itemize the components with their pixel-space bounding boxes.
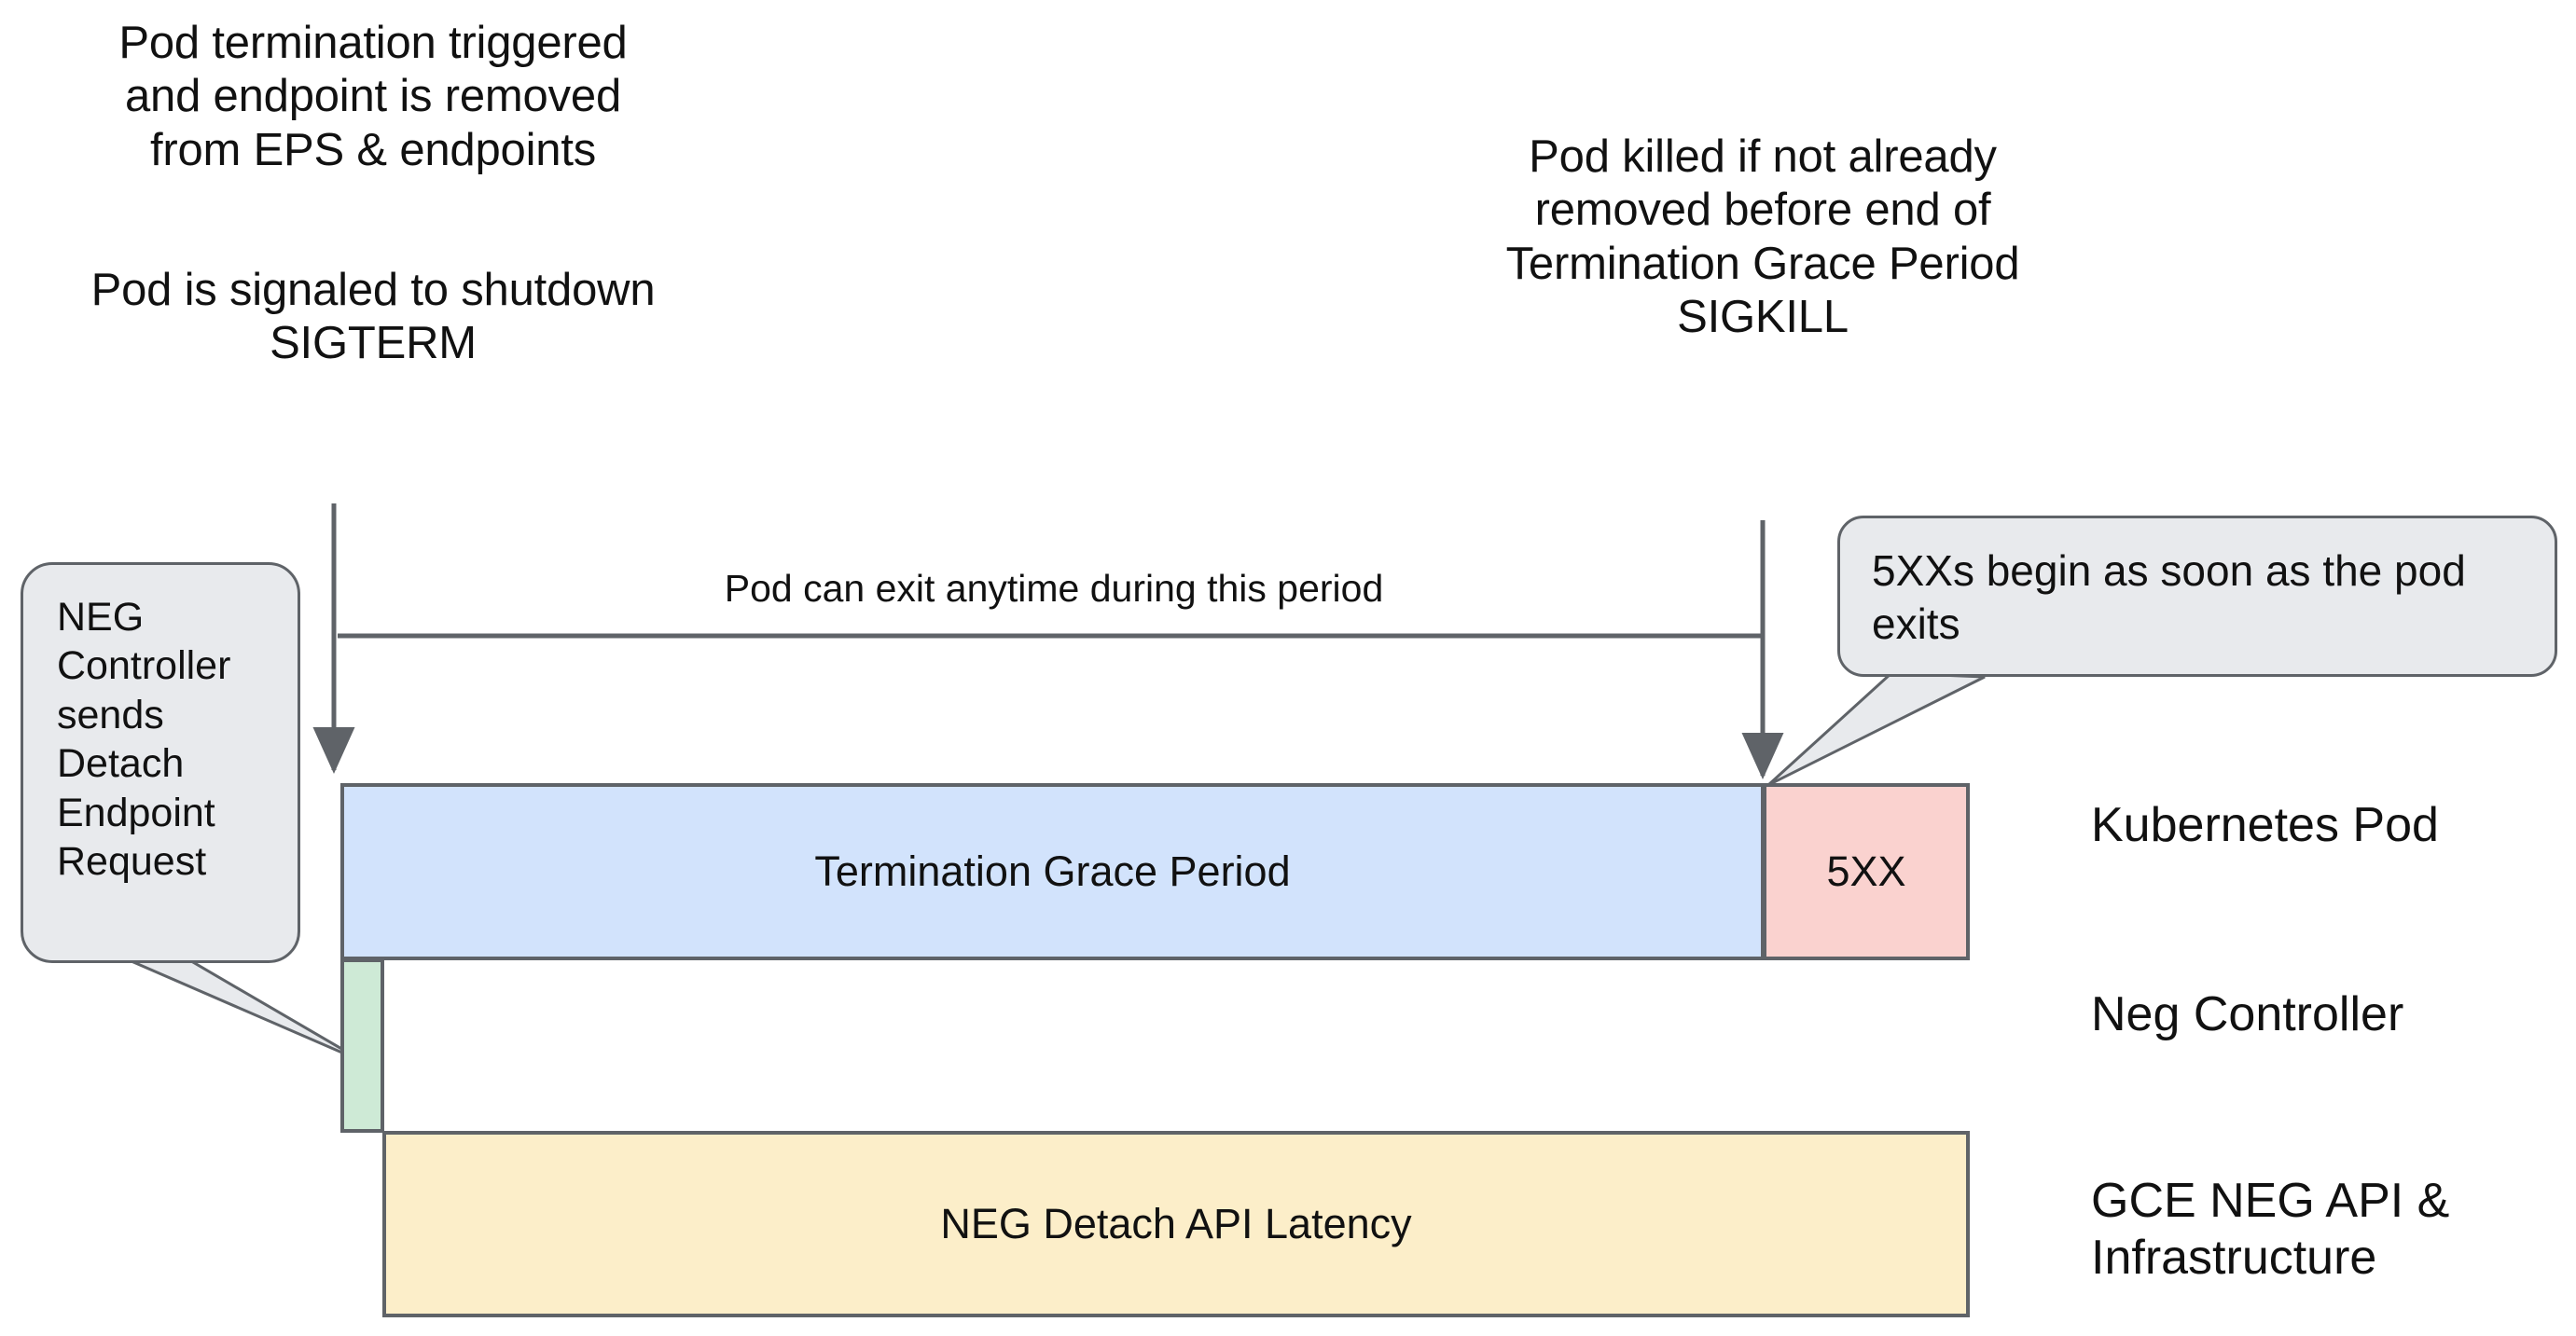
annotation-pod-killed-sigkill: Pod killed if not already removed before… [1505, 131, 2020, 342]
callout-neg-controller: NEG Controller sends Detach Endpoint Req… [21, 562, 300, 963]
bar-label-neg-detach-api-latency: NEG Detach API Latency [940, 1200, 1412, 1247]
lane-label-neg-controller: Neg Controller [2091, 987, 2404, 1041]
neg-callout-tail [111, 951, 367, 1065]
bar-label-termination-grace-period: Termination Grace Period [814, 847, 1291, 895]
callout-5xx-begin: 5XXs begin as soon as the pod exits [1837, 516, 2557, 677]
bar-neg-detach-request[interactable] [340, 958, 384, 1133]
span-label-pod-can-exit: Pod can exit anytime during this period [724, 567, 1384, 610]
annotation-pod-signaled-shutdown: Pod is signaled to shutdown SIGTERM [90, 265, 656, 369]
bar-neg-detach-api-latency[interactable]: NEG Detach API Latency [382, 1131, 1970, 1317]
bar-termination-grace-period[interactable]: Termination Grace Period [340, 783, 1765, 960]
annotation-pod-termination-triggered: Pod termination triggered and endpoint i… [118, 18, 628, 175]
bar-label-5xx: 5XX [1826, 847, 1906, 895]
5xx-callout-tail [1766, 671, 1986, 787]
lane-label-kubernetes-pod: Kubernetes Pod [2091, 798, 2439, 852]
lane-label-gce-neg-api: GCE NEG API & Infrastructure [2091, 1174, 2450, 1286]
bar-5xx[interactable]: 5XX [1763, 783, 1970, 960]
